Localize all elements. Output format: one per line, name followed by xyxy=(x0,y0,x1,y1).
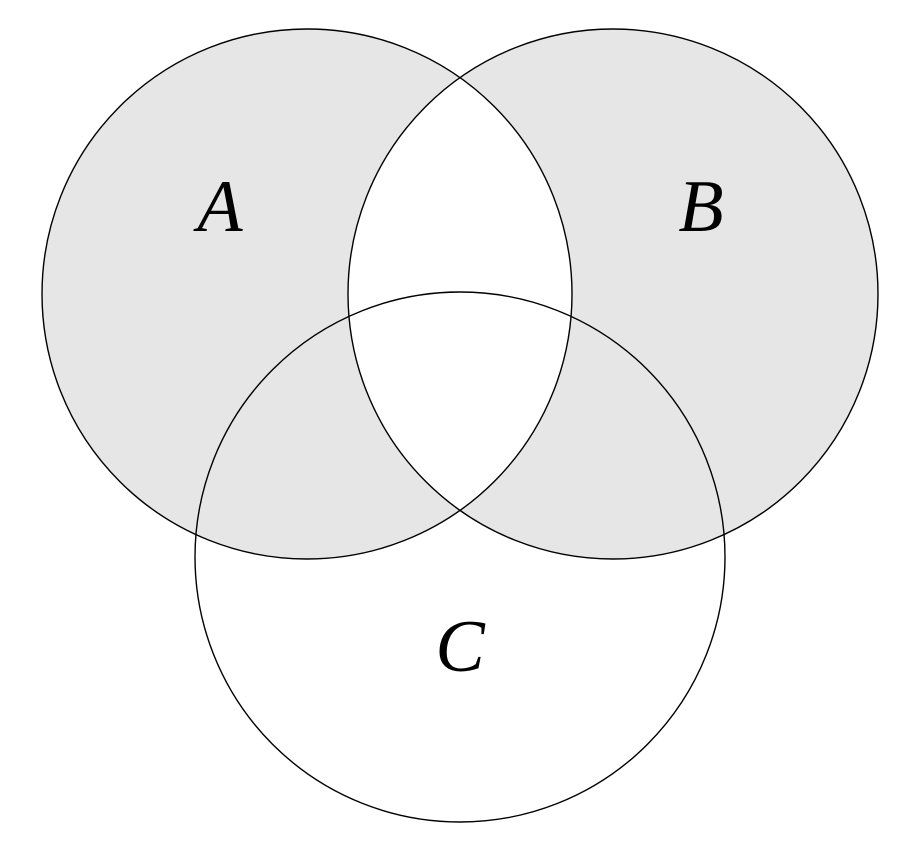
set-b-circle xyxy=(347,28,879,560)
shaded-region-a-xor-b xyxy=(42,29,878,559)
set-label-a: A xyxy=(192,166,243,248)
set-label-c: C xyxy=(435,606,486,688)
set-label-b: B xyxy=(678,166,723,248)
set-c-circle xyxy=(194,291,726,823)
set-a-circle xyxy=(41,28,573,560)
